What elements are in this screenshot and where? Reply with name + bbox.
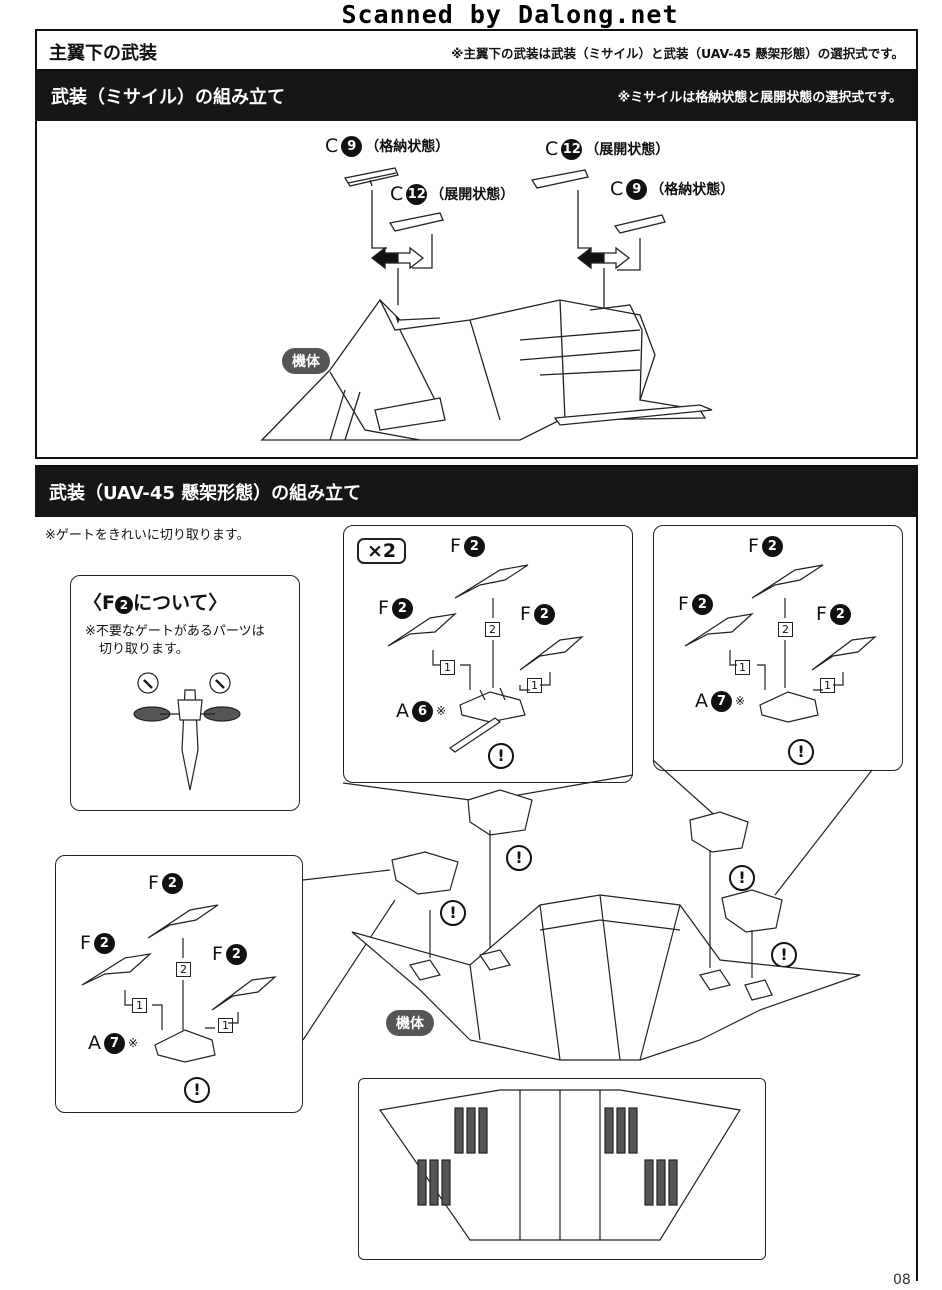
caution-icon: ! (729, 865, 755, 891)
watermark: Scanned by Dalong.net (341, 0, 679, 29)
uav-assembly-box-a7-right (653, 525, 903, 771)
uav-assembly-box-a6 (343, 525, 633, 783)
uav-assembly-box-a7-left (55, 855, 303, 1113)
main-section-header: 主翼下の武装 ※主翼下の武装は武装（ミサイル）と武装（UAV-45 懸架形態）の… (35, 29, 918, 71)
airframe-label-top: 機体 (282, 348, 330, 374)
main-section-note: ※主翼下の武装は武装（ミサイル）と武装（UAV-45 懸架形態）の選択式です。 (451, 46, 904, 61)
multiplier-badge: ×2 (357, 538, 407, 564)
step-number-2: 2 (485, 622, 500, 637)
caution-icon: ! (488, 743, 514, 769)
underside-view-box (358, 1078, 766, 1260)
missile-section-header: 武装（ミサイル）の組み立て ※ミサイルは格納状態と展開状態の選択式です。 (37, 71, 916, 121)
main-section-title: 主翼下の武装 (49, 43, 157, 64)
step-number-2: 2 (778, 622, 793, 637)
step-number-1: 1 (218, 1018, 233, 1033)
step-number-2: 2 (176, 962, 191, 977)
gate-note: ※ゲートをきれいに切り取ります。 (45, 528, 250, 543)
step-number-1: 1 (440, 660, 455, 675)
page-number: 08 (893, 1272, 911, 1288)
f2-info-text-2: 切り取ります。 (99, 642, 189, 657)
step-number-1: 1 (735, 660, 750, 675)
step-number-1: 1 (820, 678, 835, 693)
caution-icon: ! (506, 845, 532, 871)
uav-section-title: 武装（UAV-45 懸架形態）の組み立て (49, 483, 362, 504)
airframe-label-bottom: 機体 (386, 1010, 434, 1036)
uav-section-header: 武装（UAV-45 懸架形態）の組み立て (35, 467, 916, 517)
f2-info-text-1: ※不要なゲートがあるパーツは (85, 624, 265, 639)
caution-icon: ! (440, 900, 466, 926)
missile-section-note: ※ミサイルは格納状態と展開状態の選択式です。 (617, 90, 902, 106)
step-number-1: 1 (132, 998, 147, 1013)
caution-icon: ! (184, 1077, 210, 1103)
caution-icon: ! (788, 739, 814, 765)
missile-section-title: 武装（ミサイル）の組み立て (51, 87, 285, 108)
